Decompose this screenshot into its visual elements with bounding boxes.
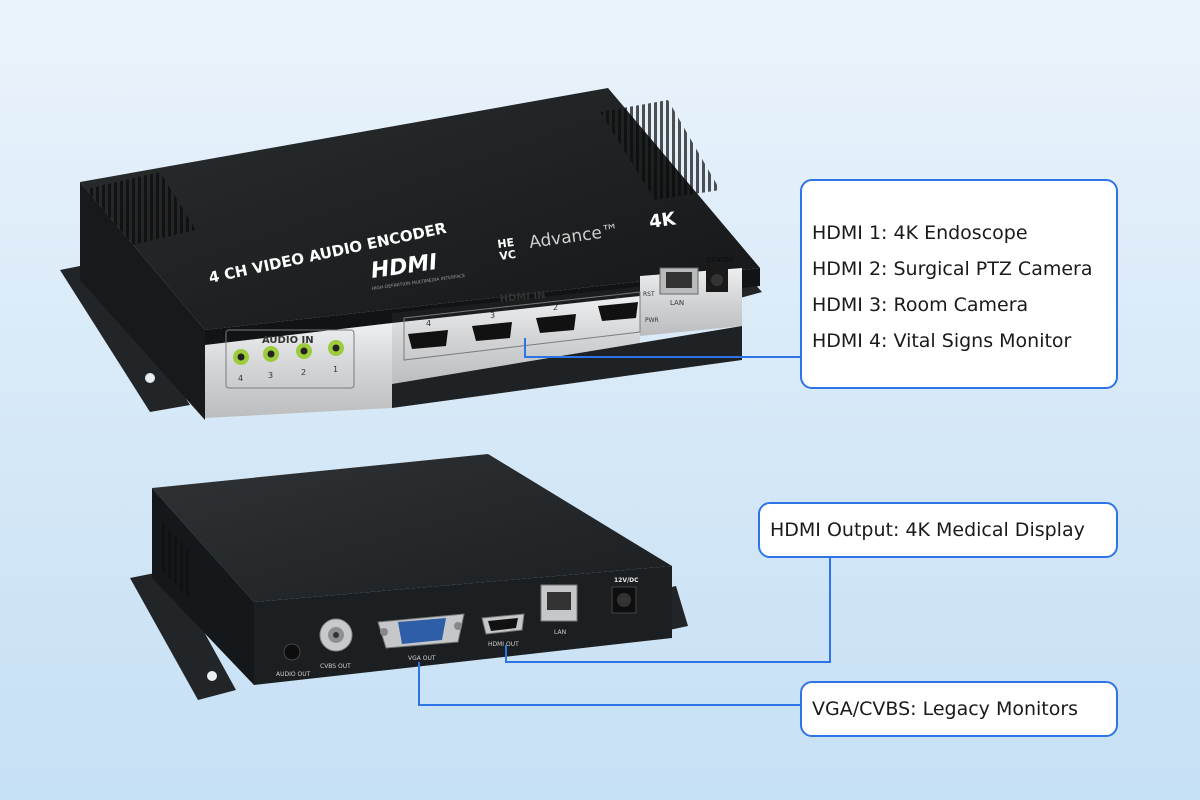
hdmi-port-label-3: 3 bbox=[490, 311, 495, 320]
codec-text-vc: VC bbox=[499, 248, 517, 263]
encoder-power-label: 12V/DC bbox=[706, 256, 735, 264]
decoder-top bbox=[152, 454, 672, 602]
encoder-left-ear bbox=[60, 262, 190, 412]
cvbs-out-label: CVBS OUT bbox=[320, 663, 351, 670]
callout-line-hdmi-4: HDMI 4: Vital Signs Monitor bbox=[812, 330, 1072, 352]
audio-in-label: AUDIO IN bbox=[262, 335, 314, 346]
audio-port-label-4: 4 bbox=[238, 374, 243, 383]
hdmi-port-label-4: 4 bbox=[426, 319, 431, 328]
hdmi-output-callout: HDMI Output: 4K Medical Display bbox=[758, 502, 1118, 558]
vga-out-label: VGA OUT bbox=[408, 655, 436, 662]
callout-line-hdmi-3: HDMI 3: Room Camera bbox=[812, 294, 1029, 316]
encoder-inputs-callout: HDMI 1: 4K Endoscope HDMI 2: Surgical PT… bbox=[800, 179, 1118, 389]
decoder-device: AUDIO OUT CVBS OUT VGA OUT HDMI OUT LAN … bbox=[130, 454, 688, 700]
hdmi-port-label-2: 2 bbox=[553, 303, 558, 312]
hdmi-in-label: HDMI IN bbox=[499, 290, 546, 305]
encoder-lan-label: LAN bbox=[670, 299, 684, 307]
callout-connectors bbox=[418, 338, 831, 706]
audio-out-label: AUDIO OUT bbox=[276, 671, 311, 678]
encoder-device: 4 CH VIDEO AUDIO ENCODER HDMI HIGH-DEFIN… bbox=[60, 88, 762, 420]
rst-label: RST bbox=[643, 291, 655, 298]
hdmi-in-port-2 bbox=[536, 314, 576, 333]
callout-line-hdmi-1: HDMI 1: 4K Endoscope bbox=[812, 222, 1028, 244]
connector-encoder bbox=[524, 338, 800, 358]
encoder-front-panel bbox=[205, 323, 392, 418]
hdmi-port-label-1: 1 bbox=[615, 291, 620, 300]
codec-text-he: HE bbox=[497, 236, 515, 251]
encoder-top bbox=[80, 88, 760, 330]
hdmi-output-callout-text: HDMI Output: 4K Medical Display bbox=[770, 519, 1085, 541]
audio-port-label-1: 1 bbox=[333, 365, 338, 374]
hdmi-in-ports bbox=[408, 302, 638, 349]
hdmi-out-label: HDMI OUT bbox=[488, 641, 519, 648]
decoder-lan-label: LAN bbox=[554, 629, 566, 636]
callout-line-hdmi-2: HDMI 2: Surgical PTZ Camera bbox=[812, 258, 1093, 280]
decoder-power-label: 12V/DC bbox=[614, 577, 639, 584]
hdmi-in-port-4 bbox=[408, 330, 448, 349]
legacy-monitors-callout-text: VGA/CVBS: Legacy Monitors bbox=[812, 698, 1079, 720]
codec-text-4k: 4K bbox=[648, 208, 678, 233]
connector-hdmi-out bbox=[505, 558, 831, 663]
legacy-monitors-callout: VGA/CVBS: Legacy Monitors bbox=[800, 681, 1118, 737]
decoder-left-ear bbox=[130, 570, 236, 700]
connector-legacy bbox=[418, 662, 800, 706]
audio-port-label-2: 2 bbox=[301, 368, 306, 377]
hdmi-in-port-1 bbox=[598, 302, 638, 321]
audio-out-jack bbox=[283, 643, 301, 661]
audio-port-label-3: 3 bbox=[268, 371, 273, 380]
pwr-label: PWR bbox=[645, 317, 659, 324]
hdmi-in-port-3 bbox=[472, 322, 512, 341]
audio-in-jacks bbox=[233, 340, 344, 365]
